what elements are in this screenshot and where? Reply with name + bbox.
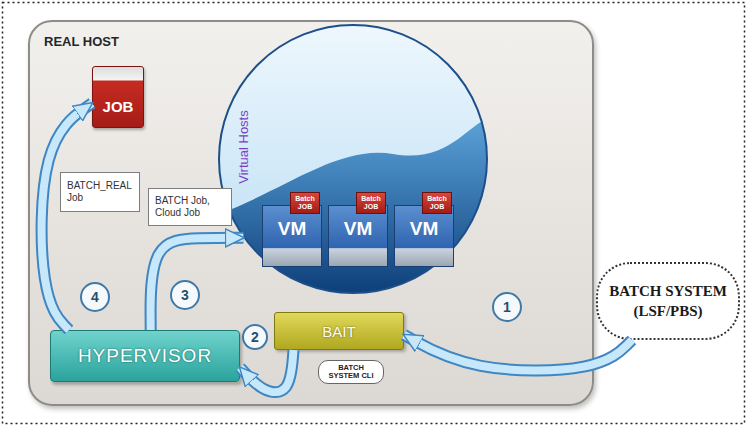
cli-pill: BATCH SYSTEM CLI — [318, 360, 384, 384]
host-box: REAL HOSTJOBVirtual HostsVMBatch JOBVMBa… — [28, 20, 594, 406]
connector-outline — [404, 335, 632, 371]
batch-system-label: BATCH SYSTEM (LSF/PBS) — [604, 281, 732, 322]
callout-number: 1 — [492, 292, 522, 322]
pool-border — [219, 25, 487, 293]
connector-outline — [42, 103, 92, 330]
bait-label: BAIT — [278, 323, 400, 340]
callout-number: 2 — [242, 324, 268, 350]
flow-arrow — [404, 335, 632, 371]
vm-box: VMBatch JOB — [262, 205, 322, 267]
tab-label: Batch JOB — [292, 195, 318, 210]
flow-arrow — [151, 238, 244, 330]
tab-label: Batch JOB — [424, 195, 450, 210]
callout-text: BATCH_REAL Job — [67, 180, 133, 205]
host-title: REAL HOST — [44, 34, 119, 49]
flow-arrow — [240, 350, 294, 392]
number-text: 2 — [244, 329, 266, 345]
callout-number: 4 — [80, 282, 110, 312]
connector-outline — [151, 238, 244, 330]
tab-label: Batch JOB — [358, 195, 384, 210]
pool-wave — [218, 119, 488, 294]
number-text: 1 — [494, 299, 520, 315]
batch-system-box: BATCH SYSTEM (LSF/PBS) — [596, 262, 740, 340]
bait-box: BAIT — [274, 312, 404, 350]
vm-box: VMBatch JOB — [394, 205, 454, 267]
connector-outline — [240, 350, 294, 392]
callout-box: BATCH Job, Cloud Job — [148, 188, 232, 226]
job-box: JOB — [92, 66, 144, 128]
callout-number: 3 — [170, 280, 200, 310]
callout-text: BATCH Job, Cloud Job — [155, 195, 225, 220]
job-tab: Batch JOB — [356, 192, 386, 214]
connectors — [42, 103, 632, 392]
vm-label: VM — [265, 218, 319, 240]
pool-label: Virtual Hosts — [236, 110, 251, 183]
pool-disc — [219, 25, 487, 293]
hypervisor-box: HYPERVISOR — [50, 330, 240, 382]
cli-label: BATCH SYSTEM CLI — [323, 364, 379, 381]
job-tab: Batch JOB — [422, 192, 452, 214]
number-text: 4 — [82, 289, 108, 305]
number-text: 3 — [172, 287, 198, 303]
job-tab: Batch JOB — [290, 192, 320, 214]
hypervisor-label: HYPERVISOR — [55, 345, 235, 367]
dotted-frame — [3, 3, 745, 424]
vm-box: VMBatch JOB — [328, 205, 388, 267]
vm-label: VM — [397, 218, 451, 240]
flow-arrow — [42, 103, 92, 330]
vm-label: VM — [331, 218, 385, 240]
callout-box: BATCH_REAL Job — [60, 172, 140, 212]
job-label: JOB — [95, 98, 141, 115]
virtual-pool-circle: Virtual HostsVMBatch JOBVMBatch JOBVMBat… — [218, 24, 488, 294]
connector-outlines — [42, 103, 632, 392]
